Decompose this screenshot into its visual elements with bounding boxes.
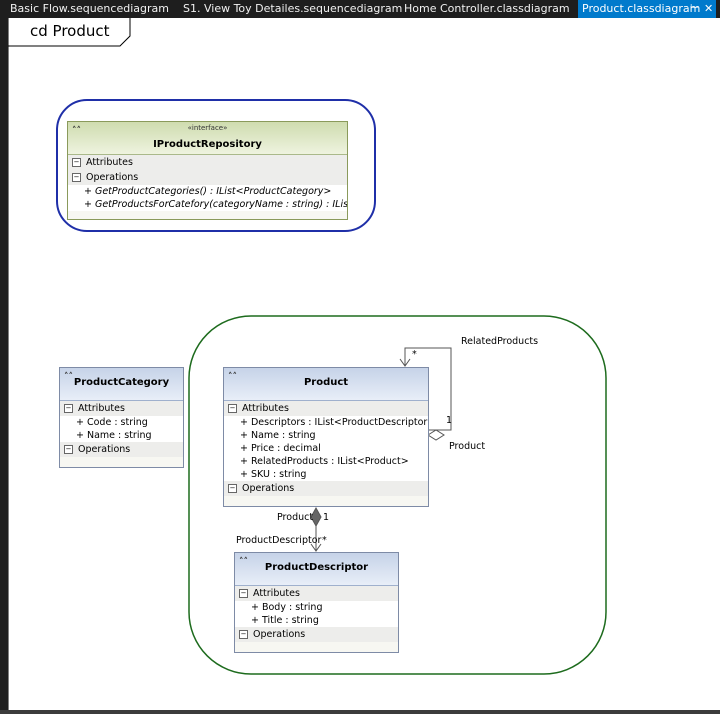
tab-home-controller[interactable]: Home Controller.classdiagram — [404, 2, 570, 15]
minus-box-icon[interactable]: − — [64, 404, 73, 413]
minus-box-icon[interactable]: − — [64, 445, 73, 454]
operations-section[interactable]: −Operations — [60, 442, 183, 457]
tab-view-toy-details[interactable]: S1. View Toy Detailes.sequencediagram — [183, 2, 403, 15]
self-association-diamond — [427, 429, 445, 441]
section-label: Operations — [242, 483, 295, 494]
section-label: Attributes — [242, 403, 289, 414]
chevron-up-icon[interactable]: ˄˄ — [64, 372, 73, 382]
composition-owner-label: Product — [277, 512, 314, 523]
section-label: Attributes — [86, 157, 133, 168]
attribute-item[interactable]: + Price : decimal — [224, 442, 428, 455]
section-label: Operations — [78, 444, 131, 455]
attributes-section[interactable]: −Attributes — [224, 401, 428, 416]
horizontal-scrollbar[interactable] — [0, 710, 720, 714]
multiplicity-many: * — [322, 535, 327, 546]
tab-basic-flow[interactable]: Basic Flow.sequencediagram — [10, 2, 169, 15]
composition-arrow — [310, 543, 322, 552]
minus-box-icon[interactable]: − — [228, 404, 237, 413]
section-label: Attributes — [253, 588, 300, 599]
class-name: ProductCategory — [73, 377, 170, 388]
chevron-up-icon[interactable]: ˄˄ — [228, 372, 237, 382]
attribute-item[interactable]: + Descriptors : IList<ProductDescriptor> — [224, 416, 428, 429]
attribute-item[interactable]: + Name : string — [60, 429, 183, 442]
class-name: IProductRepository — [153, 139, 262, 150]
operations-section[interactable]: −Operations — [68, 170, 347, 185]
product-outline — [188, 315, 607, 675]
multiplicity-one: 1 — [323, 512, 330, 523]
attribute-item[interactable]: + Title : string — [235, 614, 398, 627]
self-association-arrow — [399, 358, 411, 367]
chevron-up-icon[interactable]: ˄˄ — [72, 126, 81, 136]
class-header: ˄˄ ProductDescriptor — [235, 553, 398, 586]
left-gutter — [0, 18, 8, 710]
minus-box-icon[interactable]: − — [228, 484, 237, 493]
self-product-role-label: Product — [449, 441, 486, 452]
diagram-canvas[interactable]: cd Product ˄˄ «interface» IProductReposi… — [8, 18, 720, 710]
attributes-section[interactable]: −Attributes — [60, 401, 183, 416]
multiplicity-many: * — [412, 349, 417, 360]
section-label: Attributes — [78, 403, 125, 414]
tab-product-classdiagram[interactable]: Product.classdiagram — [578, 0, 716, 18]
tab-bar: Basic Flow.sequencediagram S1. View Toy … — [0, 0, 720, 18]
operation-item[interactable]: + GetProductCategories() : IList<Product… — [68, 185, 347, 198]
composition-diamond — [310, 506, 322, 528]
frame-label: cd Product — [30, 22, 110, 40]
frame-label-border — [8, 18, 131, 47]
repo-outline — [56, 99, 376, 232]
multiplicity-one: 1 — [446, 415, 453, 426]
section-label: Operations — [86, 172, 139, 183]
attributes-section[interactable]: −Attributes — [235, 586, 398, 601]
close-icon[interactable]: ✕ — [704, 2, 714, 15]
class-product[interactable]: ˄˄ Product −Attributes + Descriptors : I… — [223, 367, 429, 507]
attribute-item[interactable]: + Code : string — [60, 416, 183, 429]
attribute-item[interactable]: + Body : string — [235, 601, 398, 614]
class-productcategory[interactable]: ˄˄ ProductCategory −Attributes + Code : … — [59, 367, 184, 468]
minus-box-icon[interactable]: − — [239, 630, 248, 639]
class-header: ˄˄ ProductCategory — [60, 368, 183, 401]
class-productdescriptor[interactable]: ˄˄ ProductDescriptor −Attributes + Body … — [234, 552, 399, 653]
class-name: ProductDescriptor — [264, 562, 369, 573]
class-name: Product — [303, 377, 349, 388]
attribute-item[interactable]: + Name : string — [224, 429, 428, 442]
minus-box-icon[interactable]: − — [72, 173, 81, 182]
attribute-item[interactable]: + SKU : string — [224, 468, 428, 481]
diagram-svg — [8, 18, 607, 710]
related-products-label: RelatedProducts — [461, 336, 539, 347]
chevron-up-icon[interactable]: ˄˄ — [239, 557, 248, 567]
tab-label: Product.classdiagram — [582, 2, 701, 15]
stereotype: «interface» — [187, 124, 228, 132]
composition-part-label: ProductDescriptor — [236, 535, 322, 546]
self-association-line — [404, 347, 452, 431]
operation-item[interactable]: + GetProductsForCatefory(categoryName : … — [68, 198, 347, 211]
class-iproductrepository[interactable]: ˄˄ «interface» IProductRepository −Attri… — [67, 121, 348, 220]
operations-section[interactable]: −Operations — [235, 627, 398, 642]
minus-box-icon[interactable]: − — [239, 589, 248, 598]
operations-section[interactable]: −Operations — [224, 481, 428, 496]
minus-box-icon[interactable]: − — [72, 158, 81, 167]
attribute-item[interactable]: + RelatedProducts : IList<Product> — [224, 455, 428, 468]
class-header: ˄˄ «interface» IProductRepository — [68, 122, 347, 155]
pin-icon[interactable]: ⊢ — [690, 3, 699, 14]
class-header: ˄˄ Product — [224, 368, 428, 401]
attributes-section[interactable]: −Attributes — [68, 155, 347, 170]
section-label: Operations — [253, 629, 306, 640]
